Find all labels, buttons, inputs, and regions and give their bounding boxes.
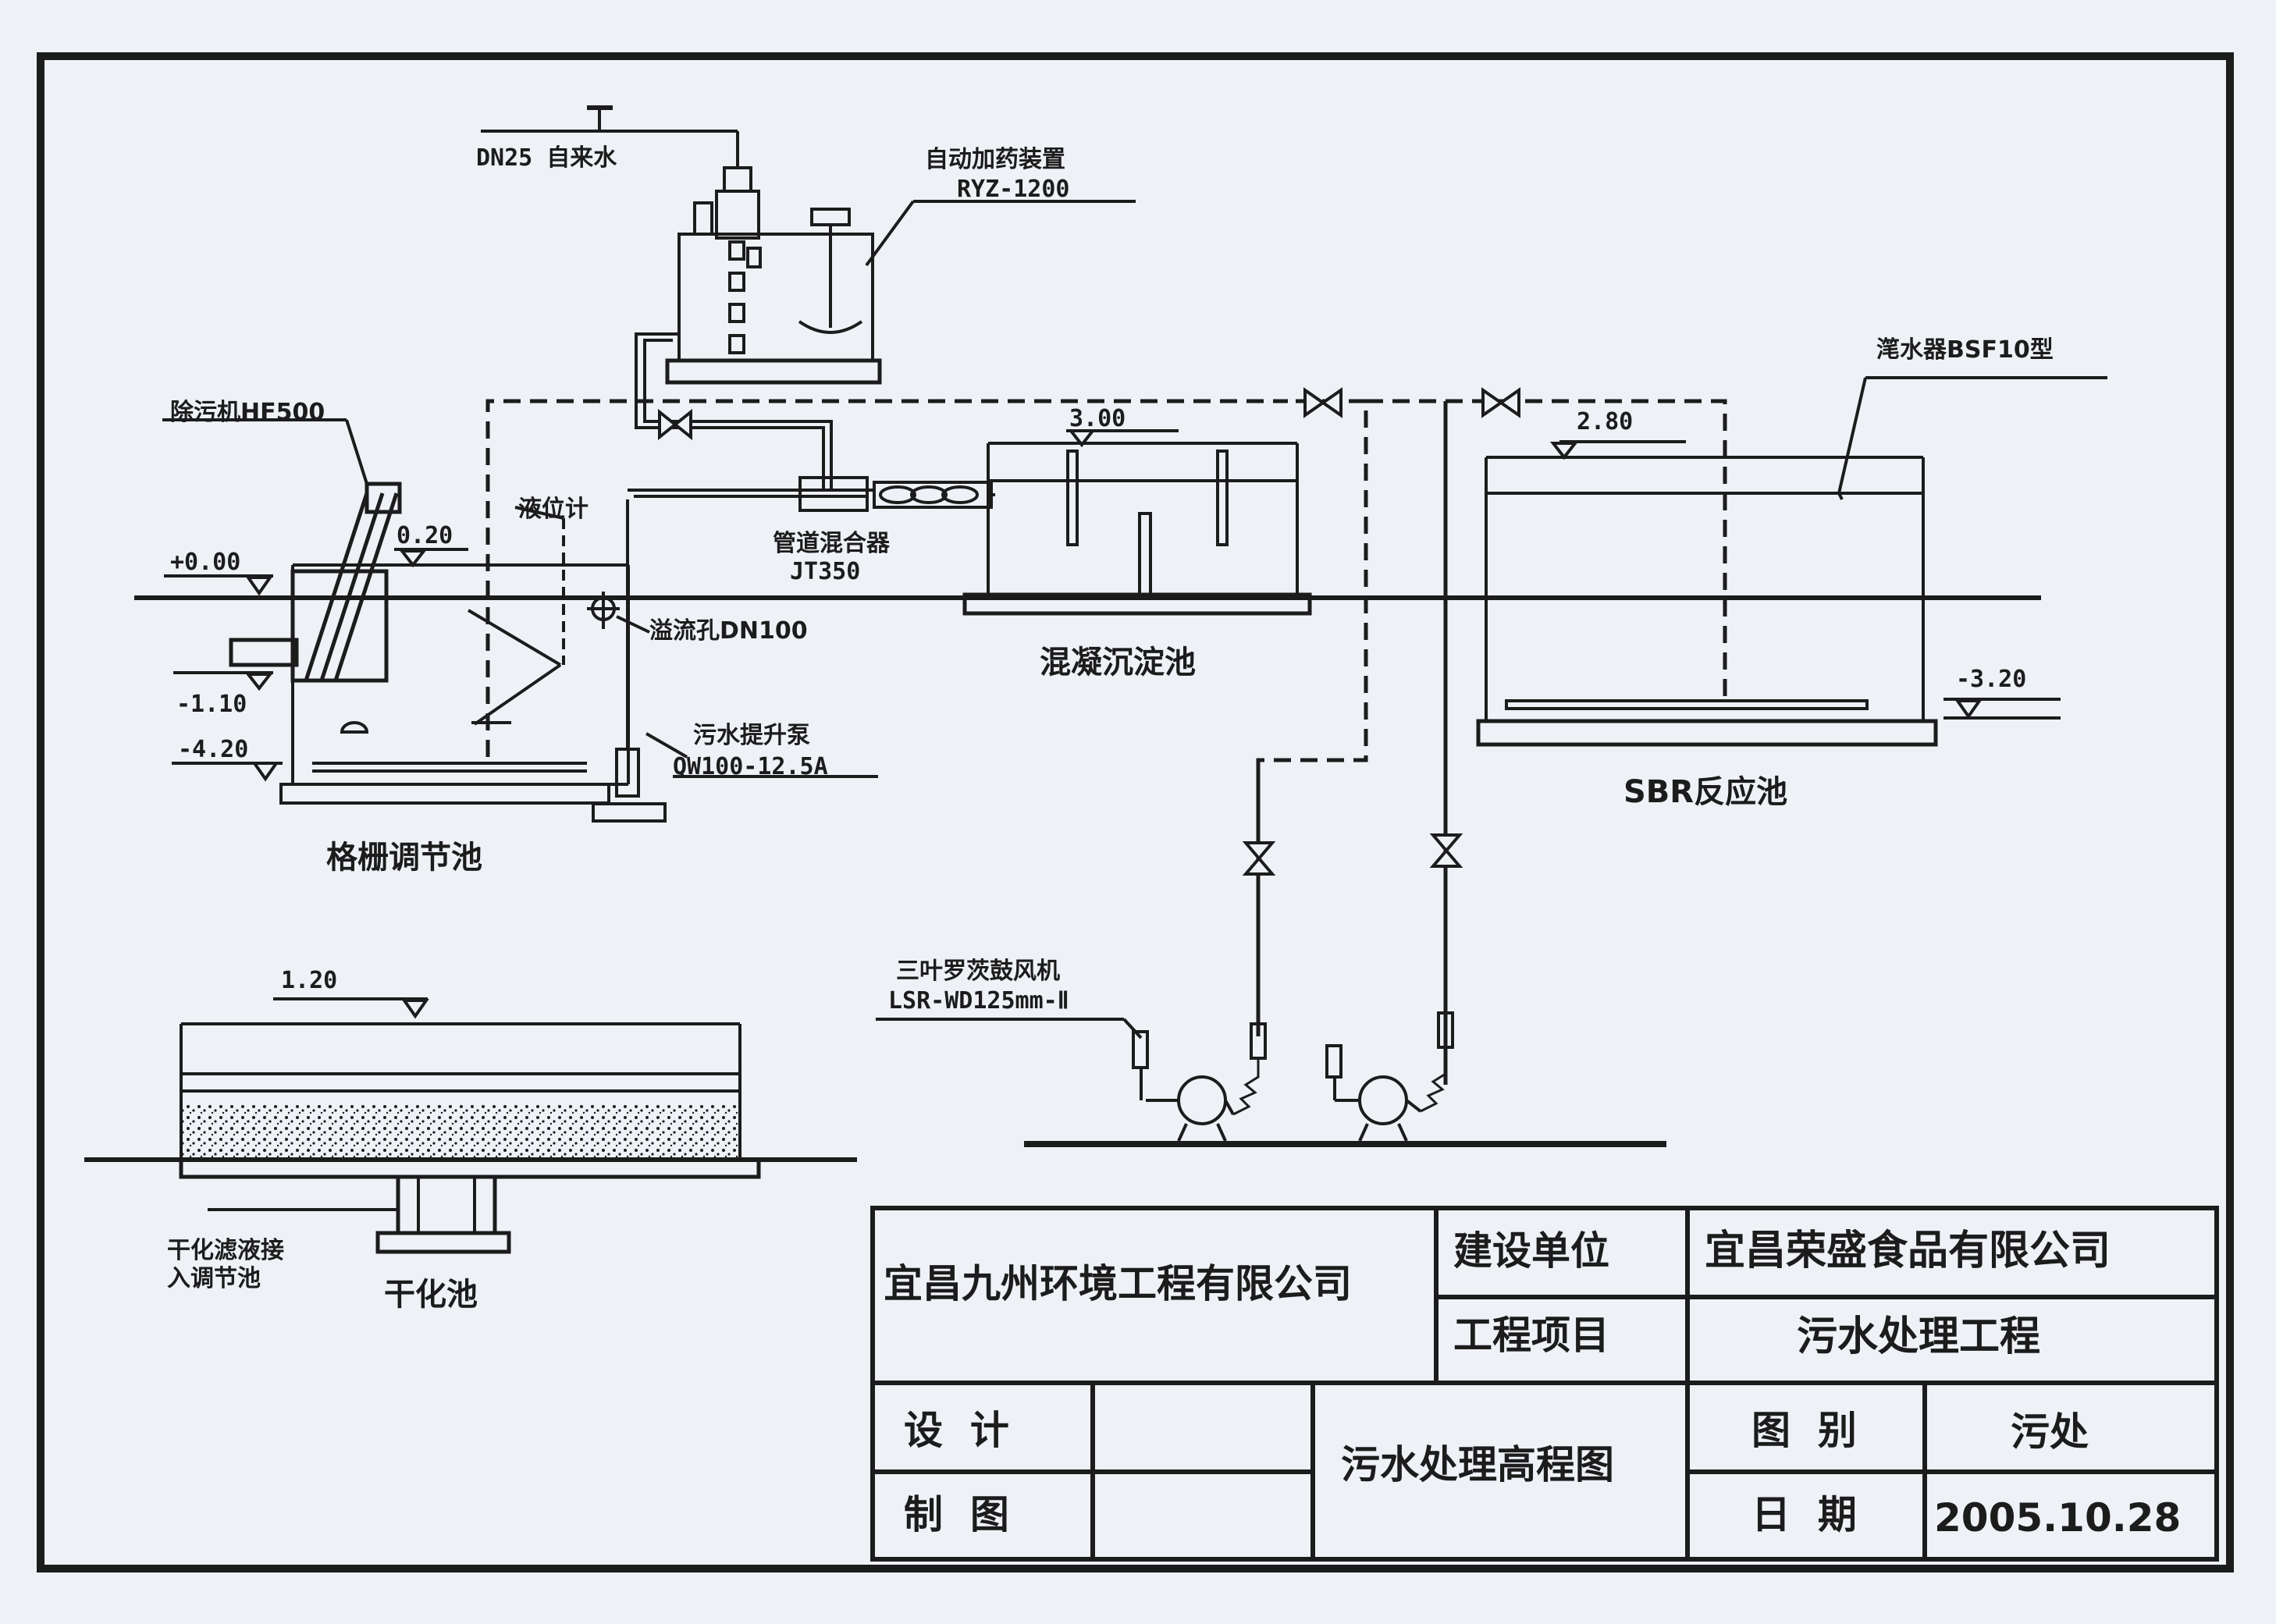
draw-label: 制 图: [904, 1492, 1009, 1537]
pipe-mixer-model-label: JT350: [790, 558, 860, 585]
sbr-tank: [1476, 376, 2107, 747]
project-label: 工程项目: [1453, 1313, 1609, 1358]
builder-value: 宜昌荣盛食品有限公司: [1705, 1228, 2111, 1274]
drying-bed: [84, 1022, 857, 1254]
blower-piping: [1232, 760, 1454, 1116]
water-supply-label: DN25 自来水: [476, 144, 617, 172]
drying-tank-name: 干化池: [384, 1277, 478, 1313]
category-value: 污处: [2011, 1409, 2089, 1455]
lift-pump-model-label: QW100-12.5A: [673, 753, 828, 780]
project-value: 污水处理工程: [1797, 1313, 2040, 1360]
sewage-lift-pump: [615, 489, 878, 798]
grit-removal-machine: [162, 418, 402, 683]
roots-blower-1: [1132, 1030, 1235, 1142]
lift-pump-label: 污水提升泵: [693, 722, 810, 749]
design-label: 设 计: [904, 1408, 1009, 1453]
category-label: 图 别: [1751, 1408, 1857, 1453]
dosing-valve-icon: [658, 408, 692, 441]
elevation-280: 2.80: [1577, 408, 1633, 435]
elevation-neg110: -1.10: [176, 691, 247, 718]
grid-tank-name: 格栅调节池: [326, 840, 482, 876]
pipe-mixer: [798, 476, 995, 512]
elevation-neg320: -3.20: [1956, 666, 2026, 693]
overflow-hole: [587, 592, 650, 634]
pipe-mixer-label: 管道混合器: [773, 530, 891, 557]
blower-valve-icon-2: [1429, 833, 1463, 868]
air-pipe-grid: [485, 399, 1288, 757]
dosing-device: [481, 105, 1136, 490]
blower-valve-icon-1: [1242, 841, 1276, 876]
grit-machine-label: 除污机HF500: [170, 399, 325, 426]
elevation-000: +0.00: [170, 549, 240, 576]
elevation-020: 0.20: [397, 522, 453, 549]
sbr-tank-name: SBR反应池: [1623, 774, 1787, 810]
coagulation-tank: [962, 442, 1312, 616]
elevation-300: 3.00: [1069, 405, 1126, 432]
blower-label: 三叶罗茨鼓风机: [896, 958, 1060, 985]
dosing-model-label: RYZ-1200: [957, 176, 1070, 203]
blower-model-label: LSR-WD125mm-Ⅱ: [888, 987, 1069, 1015]
filtrate-note-line1: 干化滤液接: [167, 1237, 284, 1264]
date-value: 2005.10.28: [1934, 1495, 2181, 1540]
company-name: 宜昌九州环境工程有限公司: [884, 1261, 1352, 1306]
drawing-title: 污水处理高程图: [1341, 1442, 1614, 1487]
builder-label: 建设单位: [1453, 1228, 1609, 1274]
air-valve-icon-2: [1481, 387, 1520, 418]
dosing-device-label: 自动加药装置: [925, 146, 1065, 173]
elevation-120: 1.20: [281, 967, 337, 994]
air-valve-icon-1: [1303, 387, 1342, 418]
elevation-neg420: -4.20: [178, 736, 248, 763]
date-label: 日 期: [1751, 1492, 1857, 1537]
overflow-hole-label: 溢流孔DN100: [649, 617, 808, 645]
level-meter-label: 液位计: [518, 496, 589, 523]
filtrate-note-line2: 入调节池: [167, 1265, 261, 1292]
title-block-grid: [870, 1206, 2219, 1562]
roots-blower-2: [1325, 1044, 1422, 1142]
coag-tank-name: 混凝沉淀池: [1040, 645, 1196, 681]
drawing-frame: [37, 52, 2234, 1572]
elevation-markers: [164, 429, 2061, 1019]
decanter-label: 滗水器BSF10型: [1876, 336, 2054, 364]
